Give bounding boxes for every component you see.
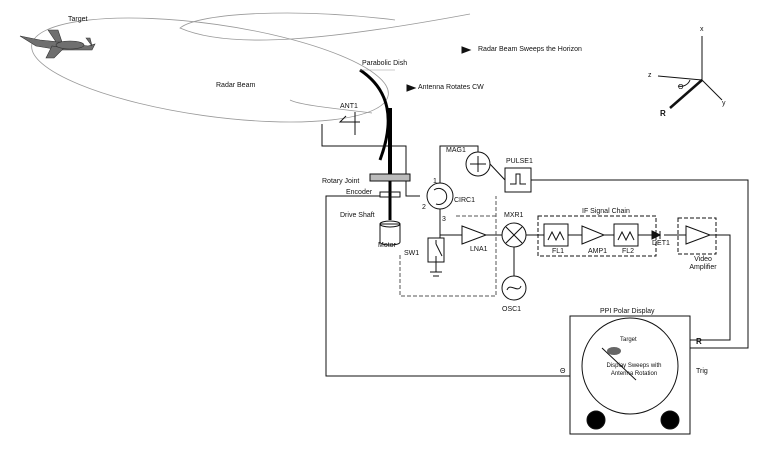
rotary-joint-label: Rotary Joint xyxy=(322,178,360,185)
ppi-knob-left xyxy=(586,410,606,430)
amp1-label: AMP1 xyxy=(588,248,608,255)
trigger-line xyxy=(531,179,749,349)
radar-beam-label: Radar Beam xyxy=(216,82,256,89)
antenna-rotates-label: Antenna Rotates CW xyxy=(418,84,484,91)
axis-y-label: y xyxy=(722,100,726,107)
mag1-label: MAG1 xyxy=(446,147,466,154)
if-chain-label: IF Signal Chain xyxy=(582,208,630,215)
lna1-label: LNA1 xyxy=(470,246,488,253)
trig-input-label: Trig xyxy=(696,368,708,375)
beam-edge xyxy=(289,99,373,114)
label-arrows xyxy=(406,46,472,92)
axis-z-label: z xyxy=(648,72,652,79)
axes xyxy=(657,36,723,109)
osc1-label: OSC1 xyxy=(502,306,522,313)
ppi-target-label: Target xyxy=(620,337,637,343)
fl1-box xyxy=(543,223,569,247)
pulse1-label: PULSE1 xyxy=(506,158,533,165)
fl2-label: FL2 xyxy=(622,248,635,255)
circ1-symbol xyxy=(426,182,454,210)
r-input-label: R xyxy=(696,337,702,346)
ppi-note: Display Sweeps with Antenna Rotation xyxy=(606,363,662,377)
ppi-sweep-line xyxy=(601,347,637,381)
ppi-screen xyxy=(581,317,679,415)
axis-x-label: x xyxy=(700,26,704,33)
rotary-joint xyxy=(369,173,411,182)
target-airplane xyxy=(19,29,96,59)
sw1-label: SW1 xyxy=(404,250,420,257)
mxr1-label: MXR1 xyxy=(504,212,524,219)
sweep-lobe xyxy=(179,12,471,41)
amp1-symbol xyxy=(581,225,606,245)
sweep-arrow-icon xyxy=(461,46,472,54)
video-amp-box xyxy=(677,217,717,255)
video-amp-label: Video Amplifier xyxy=(689,256,717,271)
r-line xyxy=(664,234,731,341)
axis-r-label: R xyxy=(660,109,666,118)
rotate-arrow-icon xyxy=(406,84,417,92)
parabolic-dish-label: Parabolic Dish xyxy=(362,60,408,67)
circ-port-1: 1 xyxy=(433,178,437,185)
encoder-label: Encoder xyxy=(346,189,373,196)
sweep-label: Radar Beam Sweeps the Horizon xyxy=(478,46,582,53)
ppi-target-blip xyxy=(607,347,621,355)
encoder xyxy=(379,191,401,198)
circ-port-2: 2 xyxy=(422,204,426,211)
axis-theta-label: Θ xyxy=(678,84,684,91)
circ-port-3: 3 xyxy=(442,216,446,223)
feed-line xyxy=(321,124,407,175)
video-amp-symbol xyxy=(685,225,712,245)
pulse1-box xyxy=(504,167,532,193)
theta-line xyxy=(325,195,570,377)
rf-front-end-box xyxy=(399,196,497,297)
radar-beam-lobe xyxy=(31,17,389,123)
ant1-feed xyxy=(338,115,360,123)
drive-shaft-label: Drive Shaft xyxy=(340,212,375,219)
motor-label: Motor xyxy=(378,242,396,249)
ppi-display-frame xyxy=(569,315,691,435)
ppi-title: PPI Polar Display xyxy=(600,308,655,315)
motor xyxy=(379,223,401,246)
osc1-symbol xyxy=(501,275,527,301)
lna1-symbol xyxy=(461,225,488,245)
ant1-label: ANT1 xyxy=(340,103,358,110)
radar-beam-lobes xyxy=(31,12,471,123)
circ1-label: CIRC1 xyxy=(454,197,476,204)
target-label: Target xyxy=(68,16,88,23)
fl1-label: FL1 xyxy=(552,248,565,255)
parabolic-dish xyxy=(359,68,390,161)
ppi-knob-right xyxy=(660,410,680,430)
det1-label: DET1 xyxy=(652,240,670,247)
fl2-box xyxy=(613,223,639,247)
theta-input-label: Θ xyxy=(560,368,566,375)
